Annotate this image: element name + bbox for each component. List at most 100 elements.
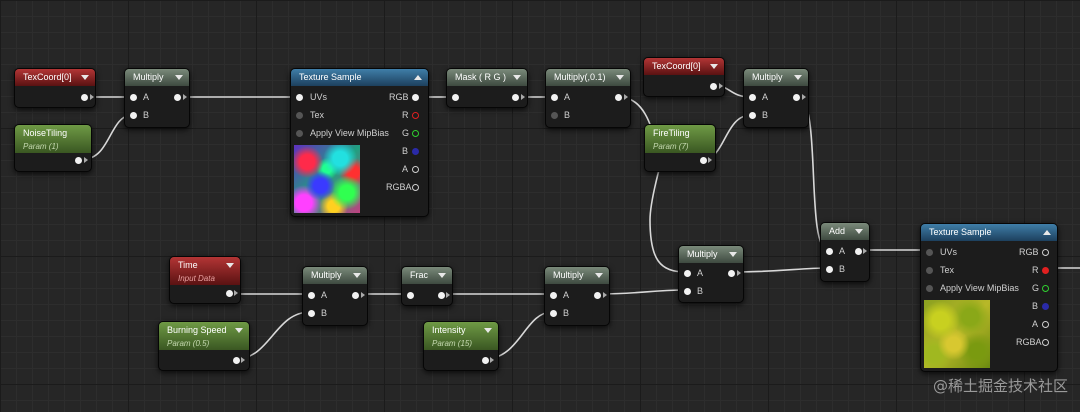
multiply-node[interactable]: Multiply A B <box>124 68 190 128</box>
output-pin[interactable] <box>594 292 601 299</box>
g-output-pin[interactable] <box>1042 285 1049 292</box>
pin-label: A <box>402 164 409 174</box>
mipbias-input-pin[interactable] <box>296 130 303 137</box>
chevron-down-icon[interactable] <box>226 263 234 268</box>
output-pin[interactable] <box>226 290 233 297</box>
input-pin-b[interactable] <box>308 310 315 317</box>
pin-label: B <box>697 286 704 296</box>
mipbias-input-pin[interactable] <box>926 285 933 292</box>
rgb-output-pin[interactable] <box>1042 249 1049 256</box>
input-pin-b[interactable] <box>130 112 137 119</box>
multiply-node[interactable]: Multiply A B <box>743 68 809 128</box>
arrow-icon <box>624 94 628 100</box>
r-output-pin[interactable] <box>1042 267 1049 274</box>
output-pin[interactable] <box>438 292 445 299</box>
input-pin-a[interactable] <box>684 270 691 277</box>
output-pin[interactable] <box>793 94 800 101</box>
input-pin-b[interactable] <box>550 310 557 317</box>
r-output-pin[interactable] <box>412 112 419 119</box>
chevron-up-icon[interactable] <box>414 75 422 80</box>
multiply-node[interactable]: Multiply A B <box>302 266 368 326</box>
multiply-constant-node[interactable]: Multiply(,0.1) A B <box>545 68 631 128</box>
output-pin[interactable] <box>482 357 489 364</box>
arrow-icon <box>603 292 607 298</box>
chevron-down-icon[interactable] <box>353 273 361 278</box>
input-pin-a[interactable] <box>551 94 558 101</box>
output-pin[interactable] <box>700 157 707 164</box>
rgba-output-pin[interactable] <box>412 184 419 191</box>
output-pin[interactable] <box>81 94 88 101</box>
b-output-pin[interactable] <box>1042 303 1049 310</box>
chevron-down-icon[interactable] <box>794 75 802 80</box>
output-pin[interactable] <box>352 292 359 299</box>
tex-input-pin[interactable] <box>926 267 933 274</box>
chevron-down-icon[interactable] <box>175 75 183 80</box>
output-pin[interactable] <box>855 248 862 255</box>
wire <box>730 267 829 273</box>
node-title: Multiply <box>133 72 164 82</box>
multiply-node[interactable]: Multiply A B <box>678 245 744 303</box>
input-pin-b[interactable] <box>684 288 691 295</box>
output-pin[interactable] <box>512 94 519 101</box>
node-title: Texture Sample <box>299 72 362 82</box>
input-pin[interactable] <box>452 94 459 101</box>
texture-sample-node[interactable]: Texture Sample UVs Tex Apply View MipBia… <box>920 223 1058 372</box>
b-output-pin[interactable] <box>412 148 419 155</box>
pin-label: G <box>1032 283 1040 293</box>
input-pin-a[interactable] <box>308 292 315 299</box>
uvs-input-pin[interactable] <box>926 249 933 256</box>
output-pin[interactable] <box>233 357 240 364</box>
arrow-icon <box>234 290 238 296</box>
input-pin-a[interactable] <box>550 292 557 299</box>
node-header: Multiply(,0.1) <box>546 69 630 86</box>
output-pin[interactable] <box>728 270 735 277</box>
input-pin-b[interactable] <box>551 112 558 119</box>
input-pin-a[interactable] <box>826 248 833 255</box>
output-pin[interactable] <box>174 94 181 101</box>
chevron-down-icon[interactable] <box>729 252 737 257</box>
chevron-down-icon[interactable] <box>81 75 89 80</box>
node-subtitle: Param (0.5) <box>167 339 210 348</box>
add-node[interactable]: Add A B <box>820 222 870 282</box>
chevron-down-icon[interactable] <box>595 273 603 278</box>
chevron-down-icon[interactable] <box>513 75 521 80</box>
uvs-input-pin[interactable] <box>296 94 303 101</box>
frac-node[interactable]: Frac <box>401 266 453 306</box>
input-pin-a[interactable] <box>130 94 137 101</box>
fire-noise-texture-thumbnail <box>924 300 990 368</box>
texcoord-node[interactable]: TexCoord[0] <box>643 57 725 97</box>
multiply-node[interactable]: Multiply A B <box>544 266 610 326</box>
chevron-down-icon[interactable] <box>438 273 446 278</box>
rgba-output-pin[interactable] <box>1042 339 1049 346</box>
chevron-down-icon[interactable] <box>484 328 492 333</box>
a-output-pin[interactable] <box>412 166 419 173</box>
output-pin[interactable] <box>710 83 717 90</box>
a-output-pin[interactable] <box>1042 321 1049 328</box>
texcoord-node[interactable]: TexCoord[0] <box>14 68 96 108</box>
input-pin[interactable] <box>407 292 414 299</box>
input-pin-b[interactable] <box>826 266 833 273</box>
rgb-output-pin[interactable] <box>412 94 419 101</box>
mask-rg-node[interactable]: Mask ( R G ) <box>446 68 528 108</box>
pin-label: B <box>762 110 769 120</box>
tex-input-pin[interactable] <box>296 112 303 119</box>
texture-sample-node[interactable]: Texture Sample UVs Tex Apply View MipBia… <box>290 68 429 217</box>
g-output-pin[interactable] <box>412 130 419 137</box>
input-pin-b[interactable] <box>749 112 756 119</box>
output-pin[interactable] <box>75 157 82 164</box>
output-pin[interactable] <box>615 94 622 101</box>
pin-label: B <box>839 264 846 274</box>
arrow-icon <box>719 83 723 89</box>
chevron-up-icon[interactable] <box>1043 230 1051 235</box>
chevron-down-icon[interactable] <box>855 229 863 234</box>
chevron-down-icon[interactable] <box>710 64 718 69</box>
input-pin-a[interactable] <box>749 94 756 101</box>
chevron-down-icon[interactable] <box>616 75 624 80</box>
chevron-down-icon[interactable] <box>235 328 243 333</box>
